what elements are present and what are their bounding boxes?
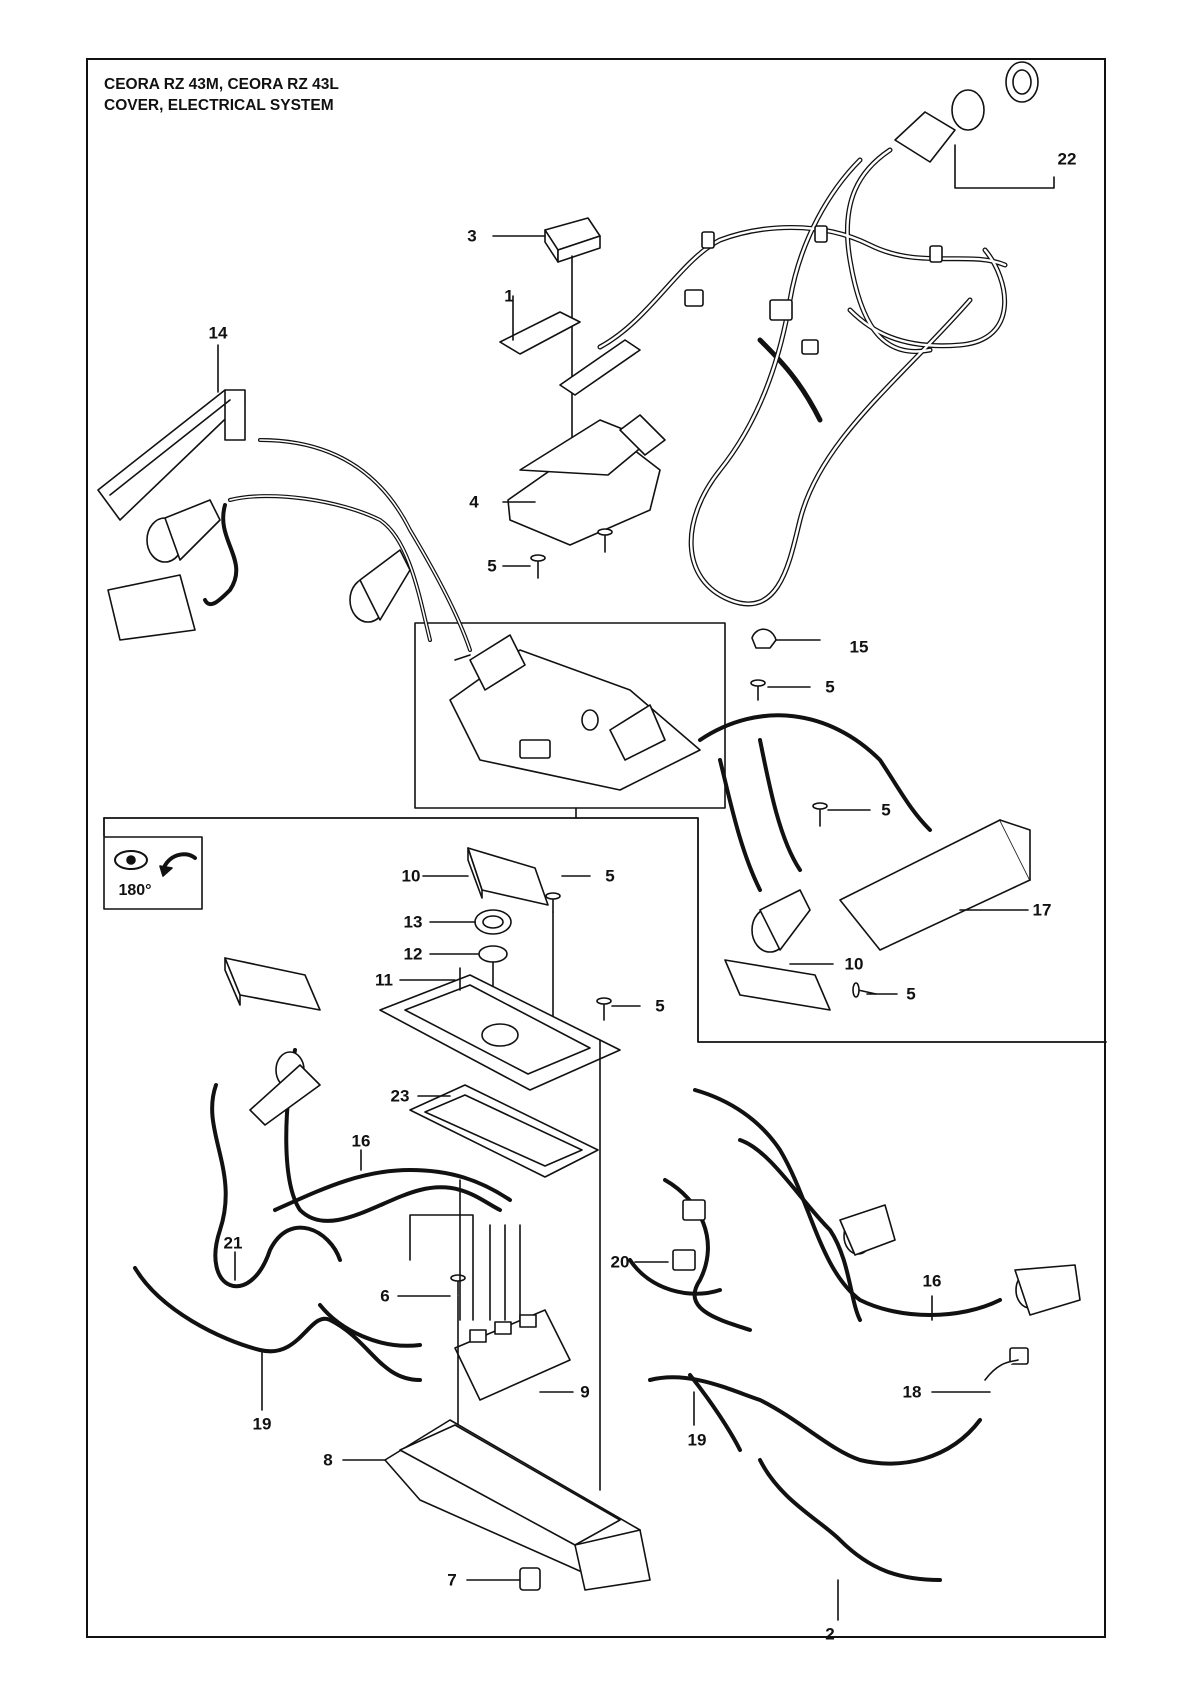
part-16-harness-right bbox=[693, 1088, 1002, 1322]
part-19-harness-right bbox=[648, 1373, 982, 1466]
callout-19-b: 19 bbox=[687, 1430, 707, 1450]
part-18-connector bbox=[984, 1347, 1029, 1381]
callout-18: 18 bbox=[902, 1382, 922, 1402]
part-9-circuit-board bbox=[454, 1309, 571, 1401]
view-angle-label: 180° bbox=[118, 882, 152, 899]
leader-22 bbox=[954, 144, 1055, 189]
callout-13: 13 bbox=[403, 912, 423, 932]
part-2-harness bbox=[758, 1458, 942, 1582]
central-control-unit bbox=[449, 634, 701, 791]
right-sensor bbox=[751, 889, 811, 953]
callout-4: 4 bbox=[469, 492, 479, 512]
drawing-frame bbox=[86, 58, 1106, 1638]
page-title: CEORA RZ 43M, CEORA RZ 43L COVER, ELECTR… bbox=[104, 74, 339, 116]
part-4-housing bbox=[507, 414, 666, 546]
detail-box-top bbox=[414, 622, 726, 809]
view-indicator-box bbox=[103, 836, 203, 910]
callout-10-b: 10 bbox=[844, 954, 864, 974]
callout-5-e: 5 bbox=[655, 996, 665, 1016]
part-7-plug bbox=[519, 1567, 541, 1591]
part-10-module-top bbox=[467, 847, 549, 906]
part-12-gasket bbox=[478, 945, 508, 963]
callout-19-a: 19 bbox=[252, 1414, 272, 1434]
left-harness bbox=[203, 438, 472, 652]
callout-3: 3 bbox=[467, 226, 477, 246]
callout-5-b: 5 bbox=[825, 677, 835, 697]
part-15-clip bbox=[751, 628, 777, 649]
callout-22: 22 bbox=[1057, 149, 1077, 169]
callout-9: 9 bbox=[580, 1382, 590, 1402]
part-1-rails bbox=[499, 311, 641, 396]
callout-11: 11 bbox=[375, 970, 393, 990]
callout-7: 7 bbox=[447, 1570, 457, 1590]
callout-23: 23 bbox=[390, 1086, 410, 1106]
part-22-connector bbox=[894, 61, 1039, 163]
part-14-lamp-left bbox=[97, 389, 246, 521]
spare-module-left bbox=[224, 957, 321, 1011]
part-8-base-housing bbox=[384, 1419, 651, 1591]
part-16-sensors-right bbox=[839, 1204, 1081, 1316]
part-17-lamp-right bbox=[839, 819, 1031, 951]
callout-8: 8 bbox=[323, 1450, 333, 1470]
callout-12: 12 bbox=[403, 944, 423, 964]
detail-region-outline bbox=[103, 817, 1107, 1043]
callout-14: 14 bbox=[208, 323, 228, 343]
harness-clips bbox=[684, 225, 943, 355]
callout-10-a: 10 bbox=[401, 866, 421, 886]
callout-16-a: 16 bbox=[351, 1131, 371, 1151]
part-3-module bbox=[544, 217, 601, 263]
callout-17: 17 bbox=[1032, 900, 1052, 920]
main-wiring-harness-inner bbox=[598, 148, 1007, 606]
part-16-sensor bbox=[249, 1051, 321, 1126]
callout-5-f: 5 bbox=[906, 984, 916, 1004]
board-cables bbox=[409, 1179, 521, 1321]
part-13-speaker bbox=[474, 909, 512, 935]
part-20-connectors bbox=[672, 1199, 706, 1271]
callout-6: 6 bbox=[380, 1286, 390, 1306]
part-10-module-right bbox=[724, 959, 831, 1011]
part-11-frame bbox=[379, 967, 621, 1091]
part-19-harness-left bbox=[133, 1266, 422, 1382]
title-line-2: COVER, ELECTRICAL SYSTEM bbox=[104, 97, 334, 114]
main-wiring-harness bbox=[597, 147, 1008, 607]
callout-16-b: 16 bbox=[922, 1271, 942, 1291]
callout-5-a: 5 bbox=[487, 556, 497, 576]
callout-21: 21 bbox=[223, 1233, 243, 1253]
part-21-harness bbox=[210, 1083, 342, 1289]
left-harness-inner bbox=[229, 439, 471, 651]
right-harness bbox=[698, 713, 932, 892]
left-sensors bbox=[107, 499, 411, 641]
callout-5-c: 5 bbox=[881, 800, 891, 820]
callout-2: 2 bbox=[825, 1624, 835, 1644]
part-23-seal bbox=[409, 1084, 599, 1178]
callout-1: 1 bbox=[504, 286, 514, 306]
callout-5-d: 5 bbox=[605, 866, 615, 886]
title-line-1: CEORA RZ 43M, CEORA RZ 43L bbox=[104, 76, 339, 93]
callout-15: 15 bbox=[849, 637, 869, 657]
callout-20: 20 bbox=[610, 1252, 630, 1272]
